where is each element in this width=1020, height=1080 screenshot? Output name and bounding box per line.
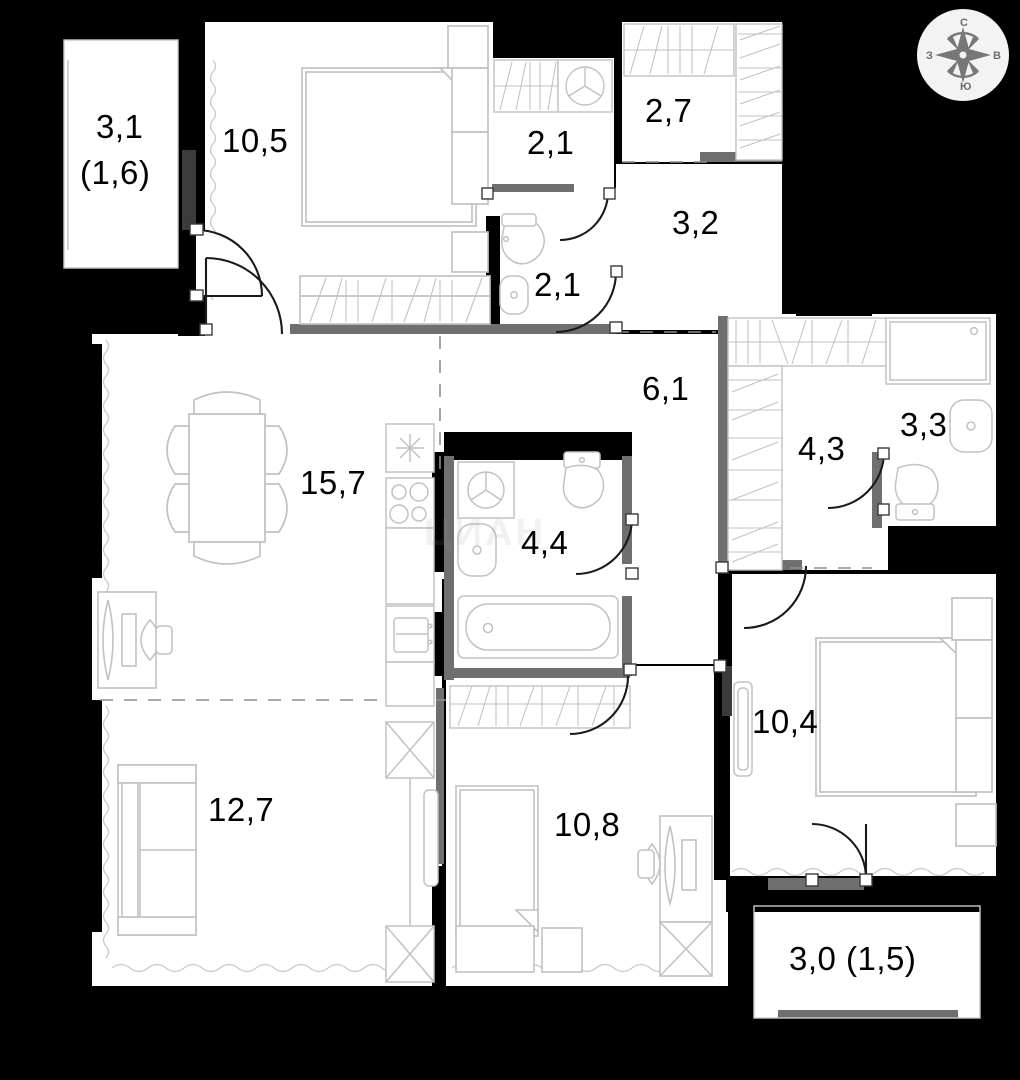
- label-bedroom-right: 10,4: [752, 703, 819, 740]
- wall-exterior-left-mid: [178, 228, 205, 336]
- wall-slab-mid-vertical: [436, 688, 444, 864]
- wall-slab-balcony-right-top: [768, 878, 864, 890]
- wall-left-vertical: [92, 344, 102, 578]
- label-bathroom-main: 4,4: [521, 524, 569, 561]
- wall-slab-bathroom-right-lower: [622, 596, 632, 676]
- label-hall-top: 3,2: [672, 204, 720, 241]
- wall-slab-closet-bottom: [700, 152, 782, 162]
- compass-north-label: С: [960, 17, 968, 29]
- label-balcony-left-area: 3,1: [96, 108, 144, 145]
- label-wc-small: 2,1: [534, 266, 582, 303]
- compass-star-icon: [935, 27, 991, 83]
- wall-slab-bathroom-left: [444, 456, 454, 680]
- label-balcony-right: 3,0 (1,5): [789, 940, 917, 977]
- wall-slab-walkin-left: [718, 316, 728, 570]
- wall-slab-suite-left: [872, 452, 882, 528]
- room-bedroom-master: [205, 22, 493, 334]
- room-laundry: [492, 58, 614, 188]
- wall-left-vertical-lower: [92, 700, 102, 932]
- label-laundry: 2,1: [527, 124, 575, 161]
- label-hall-main: 6,1: [642, 370, 690, 407]
- label-bedroom-center: 10,8: [554, 806, 621, 843]
- wall-kitchen-vertical-lower: [432, 612, 446, 676]
- compass-east-label: В: [993, 50, 1001, 62]
- compass-west-label: З: [926, 50, 933, 62]
- wall-wc-partition: [486, 216, 500, 332]
- wall-slab-bathroom-right: [622, 456, 632, 564]
- label-wardrobe-walkin: 4,3: [798, 430, 846, 467]
- wall-exterior-left-upper: [178, 40, 205, 162]
- wall-slab-wc-bottom: [486, 324, 616, 334]
- wall-bedroom-right-right: [996, 560, 1020, 890]
- wall-slab-balcony-right-bottom: [778, 1010, 958, 1018]
- wall-closet-right: [782, 22, 808, 162]
- label-bedroom-master: 10,5: [222, 122, 289, 159]
- room-hall-top: [616, 164, 796, 330]
- label-balcony-left-reduced: (1,6): [80, 154, 151, 191]
- wall-slab-laundry-bottom: [492, 184, 574, 192]
- label-closet-top: 2,7: [645, 92, 693, 129]
- wall-slab-bathroom-bottom: [450, 668, 630, 678]
- wall-slab-balcony-left: [182, 150, 196, 230]
- wall-slab-walkin-bottom: [718, 560, 802, 570]
- wall-slab-bedroom-center-right: [722, 666, 732, 716]
- label-bathroom-suite: 3,3: [900, 406, 948, 443]
- room-living-kitchen-lower: [92, 576, 442, 986]
- label-living-kitchen: 15,7: [300, 464, 367, 501]
- wall-suite-left: [718, 560, 732, 666]
- wall-mid-vertical-lower: [432, 866, 446, 986]
- compass-rose: С В Ю З: [917, 9, 1009, 101]
- wall-topright-fill: [782, 162, 1020, 314]
- wall-slab-bedroom-bottom: [290, 324, 494, 334]
- room-wc-small: [486, 188, 616, 328]
- wall-bathroom-top: [444, 432, 632, 460]
- wall-bedroom-right-left: [714, 666, 730, 880]
- wall-kitchen-vertical: [432, 452, 446, 572]
- compass-south-label: Ю: [960, 81, 972, 93]
- label-room-left: 12,7: [208, 791, 275, 828]
